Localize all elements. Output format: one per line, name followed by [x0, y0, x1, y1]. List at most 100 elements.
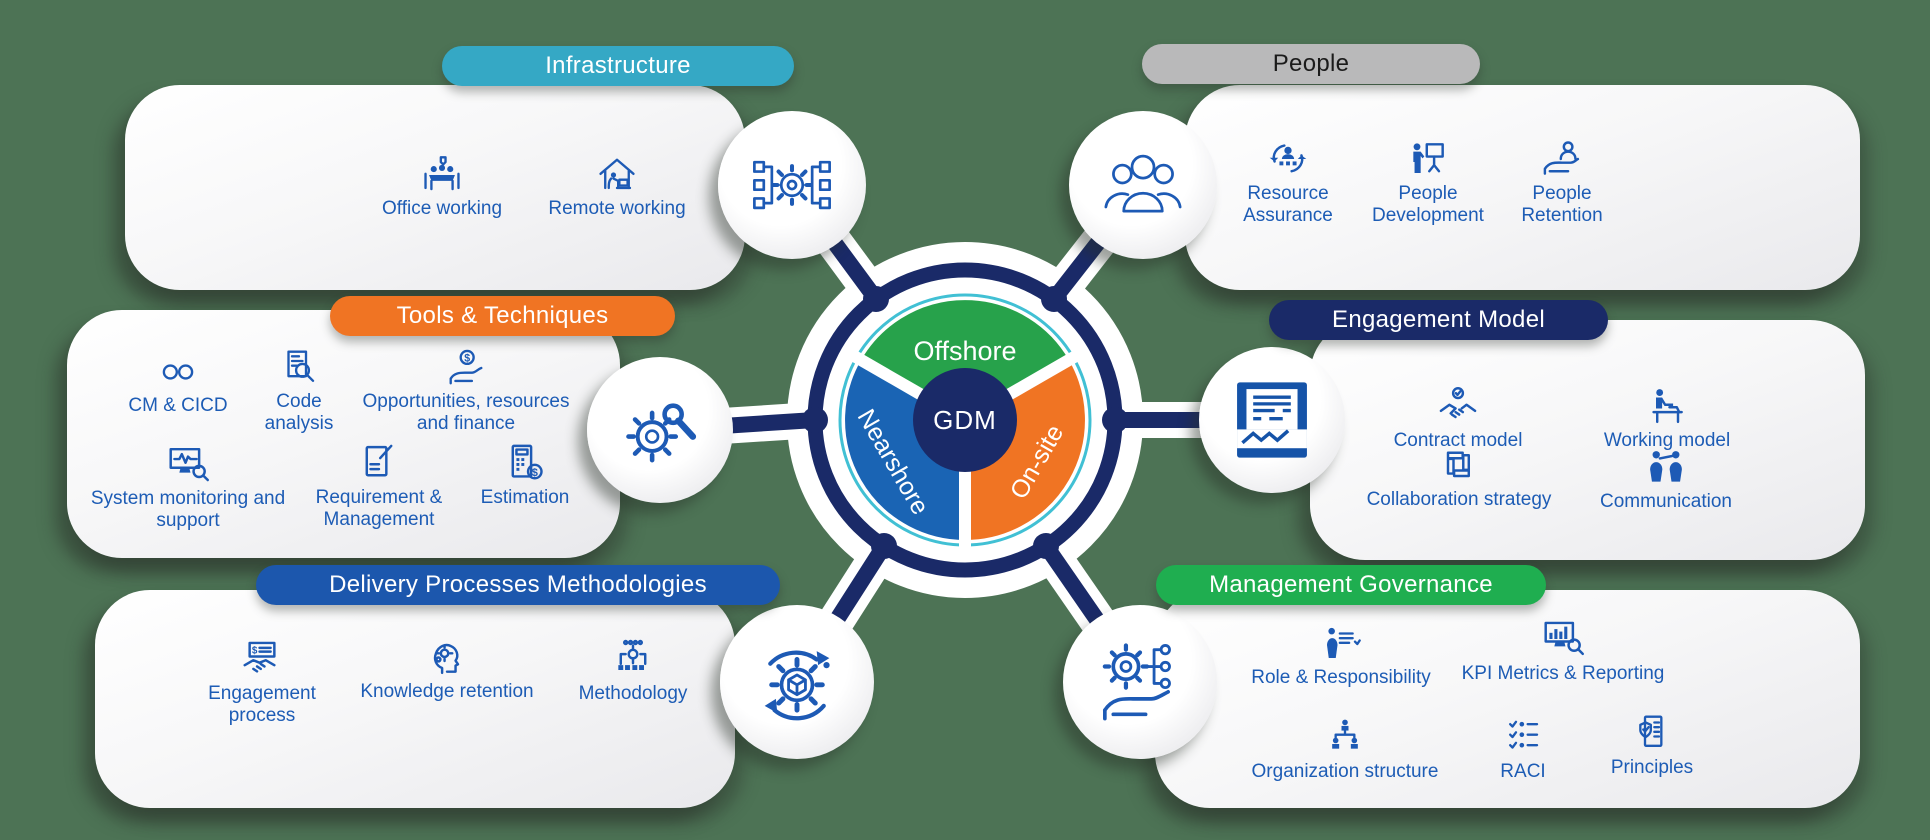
panel-governance — [1155, 590, 1860, 808]
document-pencil-icon — [365, 444, 393, 477]
item-knowledge-retention: Knowledge retention — [337, 636, 557, 703]
svg-text:$: $ — [252, 645, 258, 656]
people-group-icon — [1104, 154, 1182, 213]
node-tools — [587, 357, 733, 503]
home-office-icon — [599, 158, 635, 190]
item-collaboration-strategy-label: Collaboration strategy — [1366, 489, 1552, 510]
process-cycle-icon — [764, 650, 830, 721]
item-communication: Communication — [1586, 446, 1746, 513]
item-principles: Principles — [1592, 712, 1712, 779]
item-requirement-management-label: Requirement & Management — [315, 487, 443, 531]
item-people-retention-label: People Retention — [1521, 183, 1603, 227]
item-organization-structure: Organization structure — [1235, 716, 1455, 783]
item-communication-label: Communication — [1600, 491, 1732, 512]
kpi-chart-icon — [1544, 621, 1584, 656]
pill-infrastructure: Infrastructure — [442, 46, 794, 86]
pill-governance: Management Governance — [1156, 565, 1546, 605]
item-estimation: $ Estimation — [465, 442, 585, 509]
hand-dollar-icon: $ — [449, 349, 483, 385]
item-system-monitoring: System monitoring and support — [88, 443, 288, 533]
segment-onsite — [963, 360, 1085, 540]
infinity-loop-icon — [162, 364, 194, 380]
item-working-model: Working model — [1587, 385, 1747, 452]
gear-hand-branch-icon — [1102, 643, 1171, 721]
item-engagement-process-label: Engagement process — [208, 683, 316, 727]
head-gears-icon — [433, 643, 460, 675]
segment-offshore — [861, 300, 1069, 398]
pill-engagement-label: Engagement Model — [1332, 306, 1545, 333]
item-people-retention: People Retention — [1502, 138, 1622, 228]
panel-infrastructure — [125, 85, 745, 290]
item-estimation-label: Estimation — [480, 487, 570, 508]
node-engagement — [1199, 347, 1345, 493]
office-meeting-icon — [424, 156, 460, 191]
panel-engagement — [1310, 320, 1865, 560]
item-cm-cicd-label: CM & CICD — [128, 395, 228, 416]
hub-center-label: GDM — [933, 405, 997, 435]
hands-square-icon — [1446, 451, 1470, 478]
hub-center — [913, 368, 1017, 472]
process-gear-icon — [753, 160, 831, 210]
pill-delivery: Delivery Processes Methodologies — [256, 565, 780, 605]
pill-people: People — [1142, 44, 1480, 84]
node-infrastructure — [718, 111, 866, 259]
resource-cycle-icon — [1269, 144, 1307, 173]
item-code-analysis-label: Code analysis — [264, 391, 334, 435]
item-office-working: Office working — [372, 155, 512, 220]
monitor-pulse-icon — [169, 447, 210, 482]
org-chart-icon — [1332, 719, 1358, 749]
code-analysis-icon — [287, 350, 315, 383]
item-raci-label: RACI — [1500, 761, 1546, 782]
svg-text:$: $ — [464, 353, 470, 365]
item-contract-model: Contract model — [1378, 385, 1538, 452]
pill-engagement: Engagement Model — [1269, 300, 1608, 340]
panel-delivery — [95, 590, 735, 808]
handshake-check-icon — [1439, 387, 1477, 419]
item-office-working-label: Office working — [381, 198, 503, 219]
methodology-flow-icon — [618, 639, 647, 670]
raci-checklist-icon — [1509, 720, 1539, 749]
gear-wrench-icon — [626, 403, 697, 463]
person-desk-icon — [1652, 389, 1683, 424]
calculator-dollar-icon: $ — [511, 444, 543, 480]
item-contract-model-label: Contract model — [1393, 430, 1523, 451]
item-role-responsibility: Role & Responsibility — [1235, 624, 1447, 689]
two-people-talk-icon — [1650, 451, 1682, 482]
segment-label-offshore: Offshore — [913, 336, 1016, 366]
item-working-model-label: Working model — [1603, 430, 1731, 451]
pill-people-label: People — [1272, 50, 1350, 77]
node-people — [1069, 111, 1217, 259]
item-system-monitoring-label: System monitoring and support — [90, 488, 286, 532]
item-methodology-label: Methodology — [578, 683, 688, 704]
hand-person-icon — [1543, 141, 1580, 175]
item-resource-assurance-label: Resource Assurance — [1243, 183, 1333, 227]
item-resource-assurance: Resource Assurance — [1230, 138, 1346, 228]
item-opportunities-label: Opportunities, resources and finance — [362, 391, 570, 435]
pill-tools-label: Tools & Techniques — [396, 302, 609, 329]
hub-joints — [802, 286, 1128, 559]
handshake-bill-icon: $ — [243, 641, 276, 673]
principles-shield-icon — [1639, 715, 1663, 747]
panel-tools — [67, 310, 620, 558]
item-collaboration-strategy: Collaboration strategy — [1349, 444, 1569, 511]
pill-delivery-label: Delivery Processes Methodologies — [329, 571, 707, 598]
presenter-icon — [1413, 143, 1444, 174]
item-engagement-process: $ Engagement process — [197, 638, 327, 728]
item-kpi-metrics: KPI Metrics & Reporting — [1448, 618, 1678, 685]
item-cm-cicd: CM & CICD — [110, 352, 246, 417]
item-kpi-metrics-label: KPI Metrics & Reporting — [1461, 663, 1665, 684]
contract-handshake-icon — [1237, 382, 1307, 458]
item-raci: RACI — [1478, 716, 1568, 783]
item-organization-structure-label: Organization structure — [1251, 761, 1439, 782]
item-principles-label: Principles — [1610, 757, 1694, 778]
item-people-development-label: People Development — [1372, 183, 1484, 227]
segment-nearshore — [845, 360, 967, 540]
pill-tools: Tools & Techniques — [330, 296, 675, 336]
item-code-analysis: Code analysis — [255, 348, 343, 436]
svg-text:$: $ — [532, 467, 538, 479]
item-opportunities: $ Opportunities, resources and finance — [346, 348, 586, 436]
item-methodology: Methodology — [563, 638, 703, 705]
item-knowledge-retention-label: Knowledge retention — [360, 681, 534, 702]
item-people-development: People Development — [1358, 138, 1498, 228]
item-remote-working: Remote working — [542, 155, 692, 220]
